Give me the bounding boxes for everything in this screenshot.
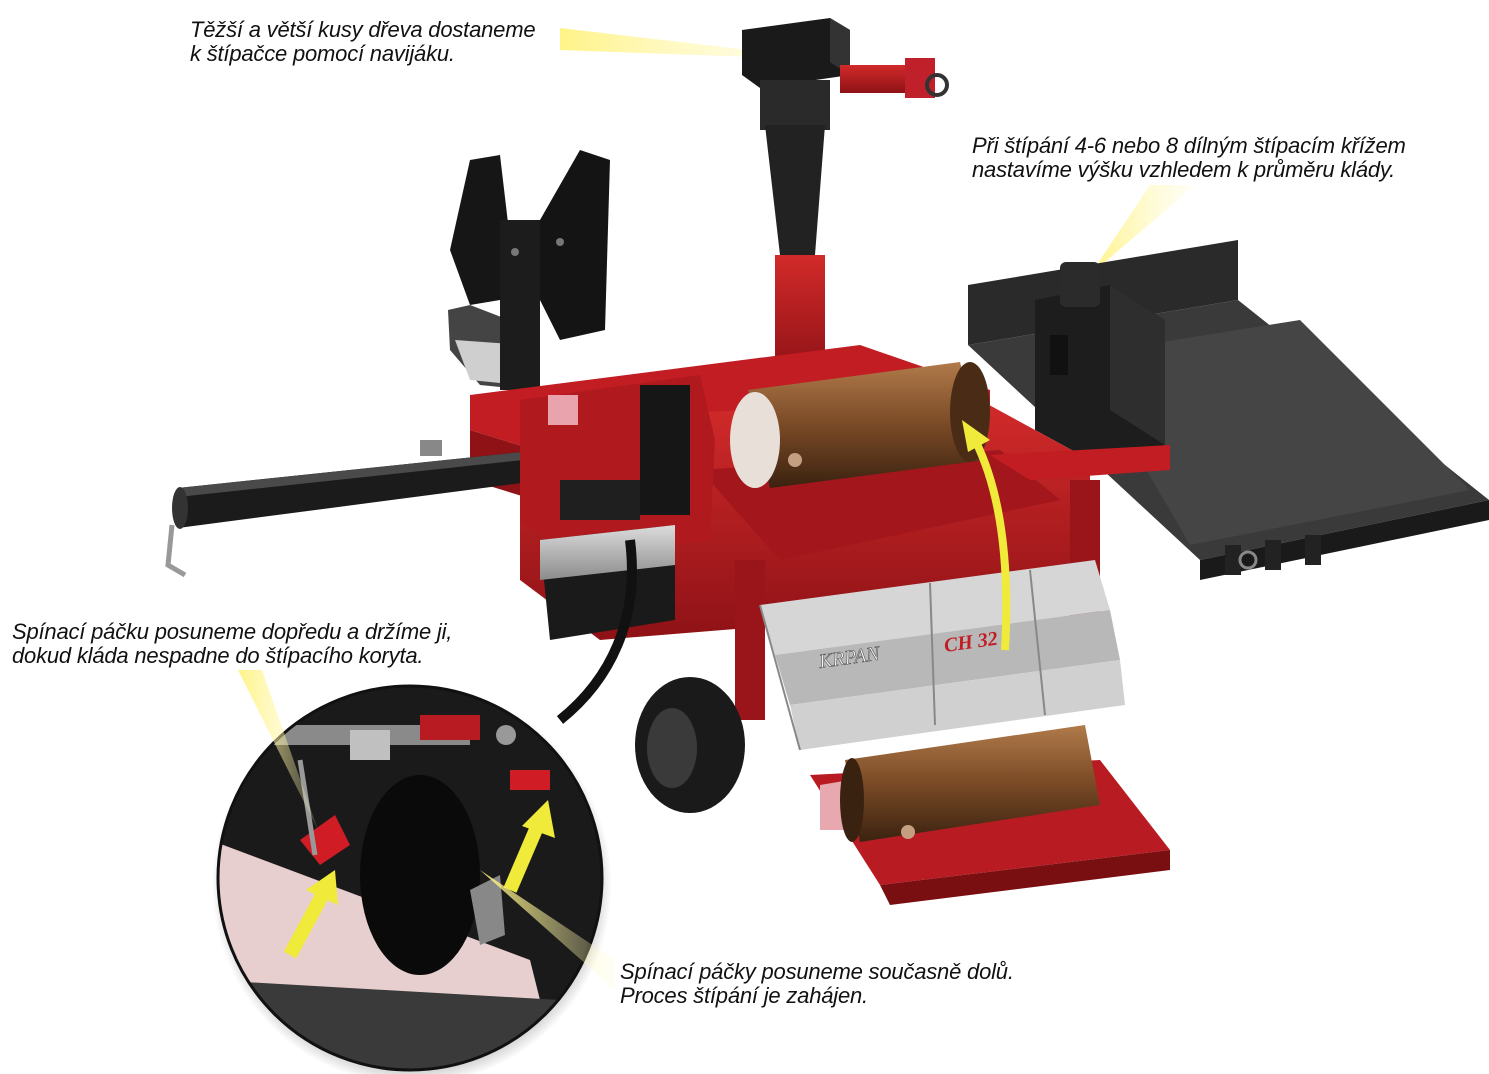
levers-down-callout-line1: Spínací páčky posuneme současně dolů. bbox=[620, 959, 1014, 984]
levers-down-callout-line2: Proces štípání je zahájen. bbox=[620, 983, 868, 1008]
lever-forward-arrow-icon bbox=[283, 870, 338, 959]
winch-callout-line2: k štípačce pomocí navijáku. bbox=[190, 41, 455, 66]
zoom-border bbox=[216, 684, 604, 1072]
height-callout-line2: nastavíme výšku vzhledem k průměru klády… bbox=[972, 157, 1396, 182]
lever-forward-callout-line1: Spínací páčku posuneme dopředu a držíme … bbox=[12, 619, 453, 644]
height-arrow-icon bbox=[962, 420, 1011, 651]
lever-forward-callout: Spínací páčku posuneme dopředu a držíme … bbox=[12, 620, 452, 668]
wheel bbox=[635, 677, 745, 813]
height-callout-line1: Při štípání 4-6 nebo 8 dílným štípacím k… bbox=[972, 133, 1406, 158]
height-adjuster bbox=[1035, 262, 1165, 460]
hydraulic-cylinder bbox=[165, 440, 560, 578]
levers-down-arrow-icon bbox=[503, 800, 555, 893]
guard-plates bbox=[759, 560, 1125, 751]
splitting-cross bbox=[448, 150, 610, 390]
levers-down-highlight-beam bbox=[480, 870, 615, 990]
table-hook-icon bbox=[1238, 550, 1258, 570]
hydraulic-hose bbox=[556, 539, 637, 724]
winch bbox=[742, 18, 949, 375]
lower-log-tray bbox=[810, 725, 1170, 905]
levers-down-callout: Spínací páčky posuneme současně dolů. Pr… bbox=[620, 960, 1014, 1008]
winch-callout: Těžší a větší kusy dřeva dostaneme k ští… bbox=[190, 17, 536, 66]
lever-forward-highlight-beam bbox=[238, 670, 318, 830]
height-callout: Při štípání 4-6 nebo 8 dílným štípacím k… bbox=[972, 134, 1406, 182]
control-block bbox=[520, 375, 715, 640]
lever-forward-callout-line2: dokud kláda nespadne do štípacího koryta… bbox=[12, 643, 424, 668]
height-highlight-beam bbox=[1090, 185, 1195, 275]
winch-callout-line1: Těžší a větší kusy dřeva dostaneme bbox=[190, 17, 536, 42]
